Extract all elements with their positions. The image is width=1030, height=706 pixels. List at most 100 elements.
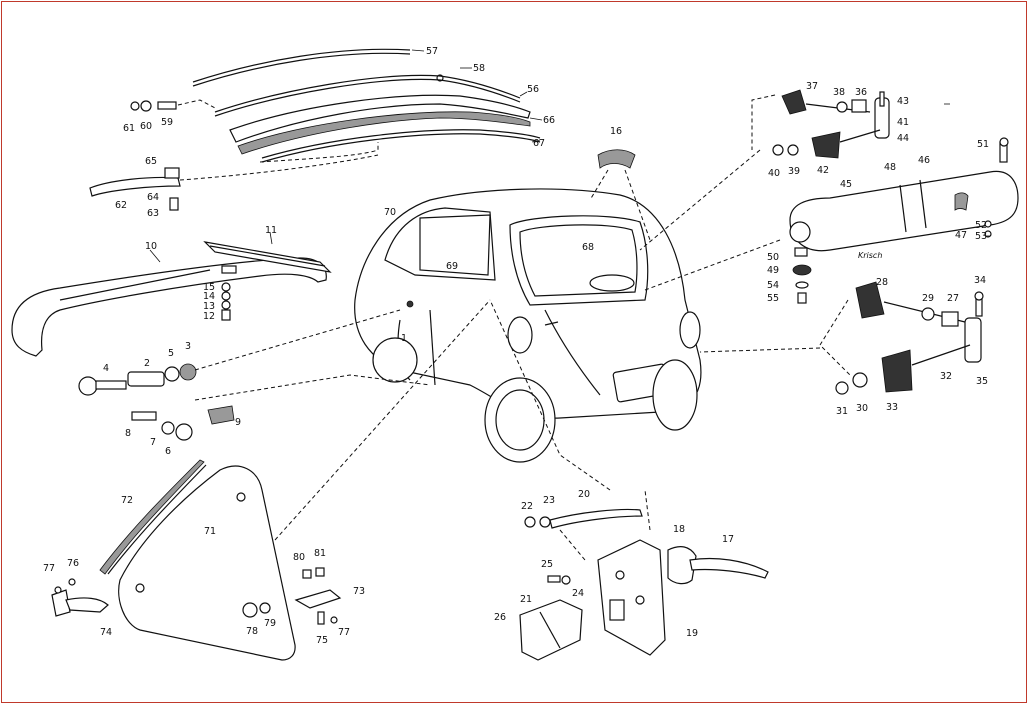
callout-11: 11 — [265, 225, 277, 236]
callout-52: 52 — [975, 220, 987, 231]
callout-59: 59 — [161, 117, 173, 128]
bolt-set-59-61 — [130, 99, 216, 112]
callout-81: 81 — [314, 548, 326, 559]
callout-70: 70 — [384, 207, 396, 218]
callout-4: 4 — [103, 363, 109, 374]
callout-60: 60 — [140, 121, 152, 132]
callout-labels: 1 2 3 4 5 6 7 8 9 10 11 12 13 14 15 16 1… — [43, 46, 989, 646]
callout-7: 7 — [150, 437, 156, 448]
callout-47: 47 — [955, 230, 967, 241]
callout-74: 74 — [100, 627, 112, 638]
callout-18: 18 — [673, 524, 685, 535]
callout-25: 25 — [541, 559, 553, 570]
callout-31: 31 — [836, 406, 848, 417]
callout-57: 57 — [426, 46, 438, 57]
callout-72: 72 — [121, 495, 133, 506]
callout-19: 19 — [686, 628, 698, 639]
callout-3: 3 — [185, 341, 191, 352]
callout-63: 63 — [147, 208, 159, 219]
callout-35: 35 — [976, 376, 988, 387]
mount-assembly-bottom — [699, 281, 984, 395]
handle-assembly — [78, 309, 431, 441]
callout-77b: 77 — [338, 627, 350, 638]
callout-26: 26 — [494, 612, 506, 623]
callout-39: 39 — [788, 166, 800, 177]
callout-41: 41 — [897, 117, 909, 128]
callout-56: 56 — [527, 84, 539, 95]
callout-10: 10 — [145, 241, 157, 252]
callout-23: 23 — [543, 495, 555, 506]
callout-24: 24 — [572, 588, 584, 599]
callout-9: 9 — [235, 417, 241, 428]
side-window — [99, 299, 491, 661]
callout-40: 40 — [768, 168, 780, 179]
mount-assembly-top — [639, 89, 890, 251]
callout-65: 65 — [145, 156, 157, 167]
callout-33: 33 — [886, 402, 898, 413]
callout-34: 34 — [974, 275, 986, 286]
callout-32: 32 — [940, 371, 952, 382]
callout-69: 69 — [446, 261, 458, 272]
callout-42: 42 — [817, 165, 829, 176]
callout-76: 76 — [67, 558, 79, 569]
callout-50: 50 — [767, 252, 779, 263]
callout-68: 68 — [582, 242, 594, 253]
callout-53: 53 — [975, 231, 987, 242]
muffler-assembly — [644, 137, 1019, 304]
callout-2: 2 — [144, 358, 150, 369]
car-body — [354, 188, 702, 463]
callout-79: 79 — [264, 618, 276, 629]
lock-assembly — [489, 299, 769, 661]
signature-text: Krisch — [858, 251, 882, 260]
callout-6: 6 — [165, 446, 171, 457]
callout-14: 14 — [203, 291, 215, 302]
callout-30: 30 — [856, 403, 868, 414]
callout-49: 49 — [767, 265, 779, 276]
callout-1: 1 — [401, 333, 407, 344]
callout-78: 78 — [246, 626, 258, 637]
callout-37: 37 — [806, 81, 818, 92]
callout-58: 58 — [473, 63, 485, 74]
part-16 — [589, 149, 651, 241]
callout-66: 66 — [543, 115, 555, 126]
callout-54: 54 — [767, 280, 779, 291]
callout-20: 20 — [578, 489, 590, 500]
callout-28: 28 — [876, 277, 888, 288]
callout-36: 36 — [855, 87, 867, 98]
callout-48: 48 — [884, 162, 896, 173]
callout-43: 43 — [897, 96, 909, 107]
callout-29: 29 — [922, 293, 934, 304]
bracket-62 — [89, 154, 379, 211]
callout-17: 17 — [722, 534, 734, 545]
callout-8: 8 — [125, 428, 131, 439]
bumper-assembly — [11, 241, 332, 357]
callout-16: 16 — [610, 126, 622, 137]
callout-51: 51 — [977, 139, 989, 150]
leader-lines — [149, 49, 990, 263]
callout-80: 80 — [293, 552, 305, 563]
callout-46: 46 — [918, 155, 930, 166]
window-seals — [192, 48, 541, 163]
callout-71: 71 — [204, 526, 216, 537]
callout-45: 45 — [840, 179, 852, 190]
callout-55: 55 — [767, 293, 779, 304]
callout-38: 38 — [833, 87, 845, 98]
callout-73: 73 — [353, 586, 365, 597]
callout-62: 62 — [115, 200, 127, 211]
callout-13: 13 — [203, 301, 215, 312]
callout-61: 61 — [123, 123, 135, 134]
callout-64: 64 — [147, 192, 159, 203]
callout-21: 21 — [520, 594, 532, 605]
callout-5: 5 — [168, 348, 174, 359]
callout-15: 15 — [203, 282, 215, 293]
callout-27: 27 — [947, 293, 959, 304]
callout-44: 44 — [897, 133, 909, 144]
callout-12: 12 — [203, 311, 215, 322]
callout-75: 75 — [316, 635, 328, 646]
latch-assembly — [51, 567, 342, 625]
callout-67: 67 — [533, 138, 545, 149]
callout-77: 77 — [43, 563, 55, 574]
callout-22: 22 — [521, 501, 533, 512]
